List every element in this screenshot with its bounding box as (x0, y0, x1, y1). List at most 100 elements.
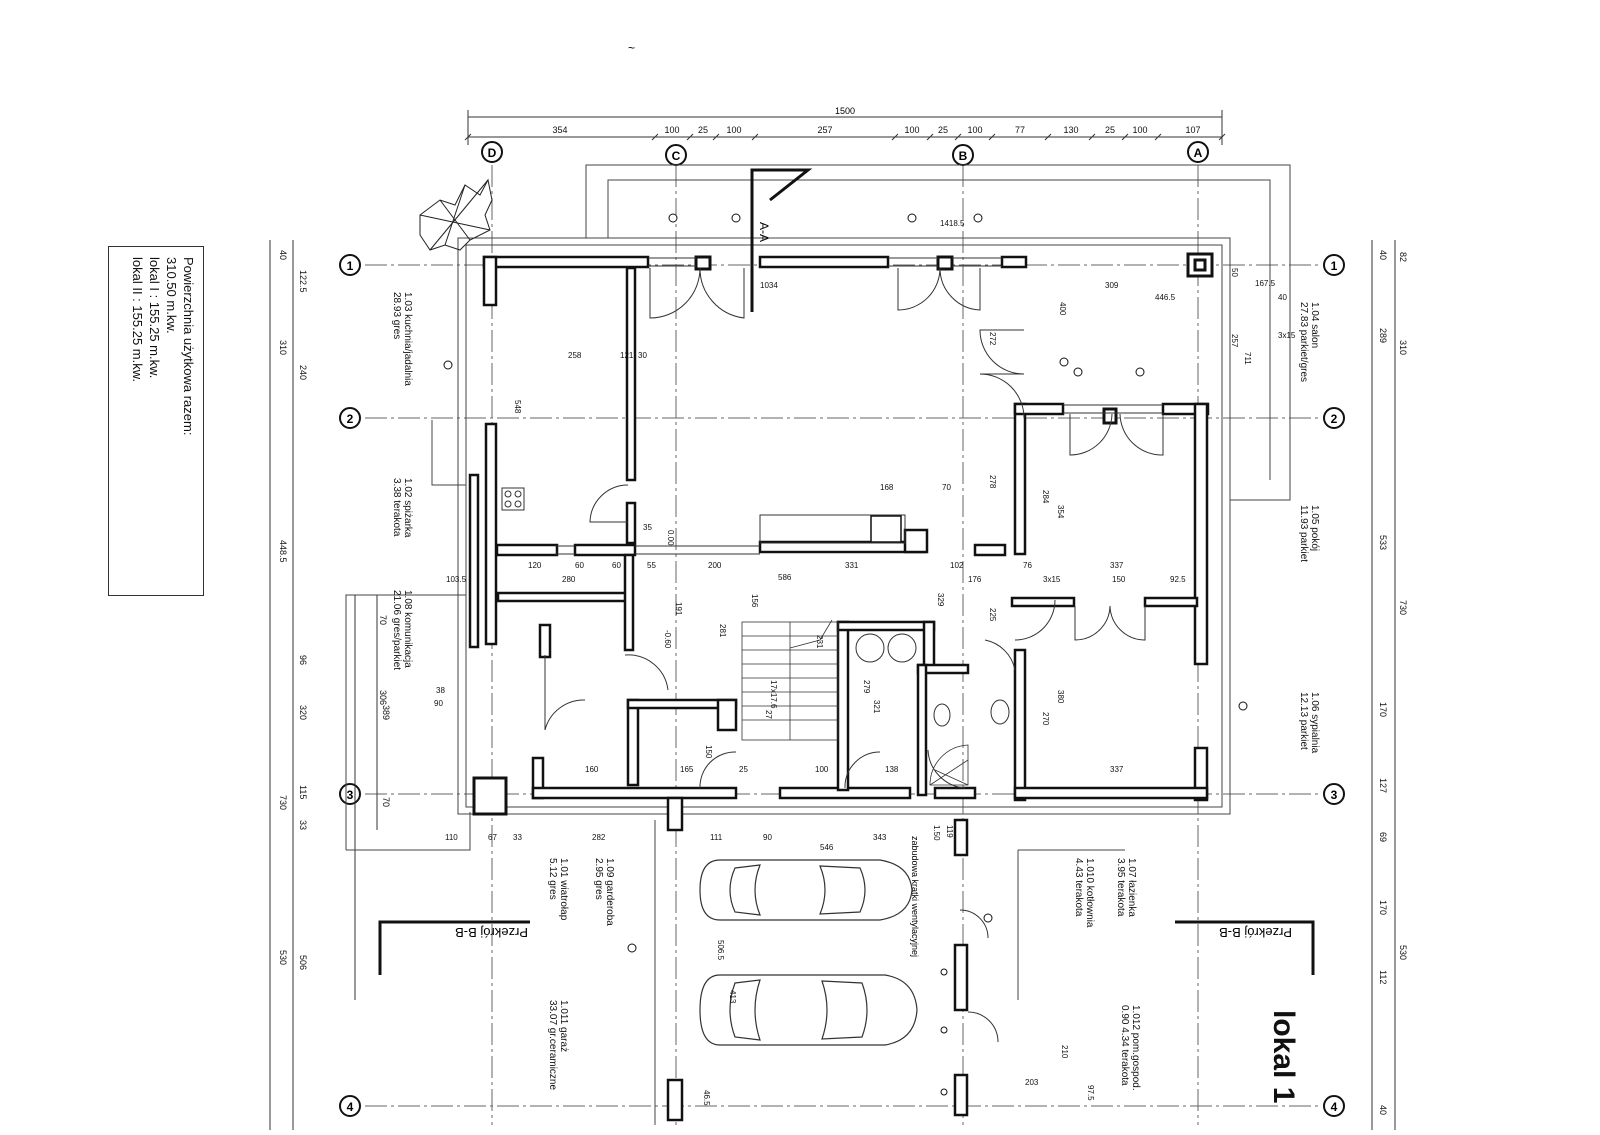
header-mark: ~ (628, 41, 635, 55)
axis-bubble-D: D (481, 141, 503, 163)
right-dim-label: 112 (1378, 970, 1388, 984)
svg-text:4: 4 (347, 1100, 354, 1114)
room-name: 1.05 pokój (1309, 505, 1320, 551)
interior-dim-label: 27 (764, 710, 773, 719)
interior-dim-label: 120 (528, 561, 542, 570)
interior-dim-label: 119 (945, 825, 954, 838)
interior-dim-label: 711 (1243, 352, 1252, 365)
section-label-aa: A-A (757, 222, 771, 242)
interior-dim-label: 160 (585, 765, 599, 774)
interior-dim-label: 138 (885, 765, 899, 774)
interior-dim-label: 50 (1230, 268, 1239, 277)
room-name: 1.08 komunikacja (402, 590, 413, 668)
interior-dim-label: 331 (845, 561, 859, 570)
area-lokal-2: lokal II : 155.25 m.kw. (130, 257, 145, 383)
right-dim-label: 40 (1378, 250, 1388, 260)
room-area: 3.38 terakota (391, 478, 402, 537)
dim-tick (1044, 133, 1052, 141)
interior-dim-label: 40 (1278, 293, 1287, 302)
room-name: 1.011 garaż (558, 1000, 569, 1052)
svg-text:2: 2 (347, 412, 354, 426)
dim-tick (712, 133, 720, 141)
interior-dim-label: 586 (778, 573, 792, 582)
section-label-bb-left: Przekrój B-B (455, 925, 528, 940)
car-lower-icon (699, 974, 918, 1046)
interior-dim-label: 35 (643, 523, 652, 532)
interior-dim-label: 103.5 (446, 575, 467, 584)
dim-tick (988, 133, 996, 141)
axis-bubble-2-right: 2 (1323, 407, 1345, 429)
axis-bubble-4-left: 4 (339, 1095, 361, 1117)
right-dim-label: 533 (1378, 535, 1388, 550)
dim-tick (926, 133, 934, 141)
left-dim-label: 40 (278, 250, 288, 260)
interior-dim-label: 272 (988, 332, 997, 346)
section-marker-aa (750, 168, 813, 312)
dim-tick (1218, 133, 1226, 141)
interior-dim-label: 380 (1056, 690, 1065, 704)
interior-dim-label: 284 (1041, 490, 1050, 504)
axis-bubble-1-left: 1 (339, 254, 361, 276)
interior-dim-label: 76 (1023, 561, 1032, 570)
interior-dim-label: 257 (1230, 334, 1239, 348)
interior-dim-label: 258 (568, 351, 582, 360)
interior-dim-label: 546 (820, 843, 834, 852)
room-area: 3.95 terakota (1115, 858, 1126, 917)
top-dim-label: 25 (698, 125, 708, 135)
room-area: 11.93 parkiet (1298, 505, 1309, 562)
interior-dim-label: 413 (728, 990, 737, 1004)
interior-dim-label: 111 (710, 833, 723, 842)
left-dim-label: 506 (298, 955, 308, 970)
interior-dim-label: 1418.5 (940, 219, 965, 228)
interior-dim-label: 506.5 (716, 940, 725, 961)
right-dim-label: 730 (1398, 600, 1408, 615)
interior-dim-label: 168 (880, 483, 894, 492)
dim-tick (954, 133, 962, 141)
interior-dim-label: 203 (1025, 1078, 1039, 1087)
side-dimension-lines (269, 240, 1396, 1130)
interior-dim-label: 281 (718, 624, 727, 638)
left-dim-label: 530 (278, 950, 288, 965)
interior-dim-label: 100 (815, 765, 829, 774)
svg-text:1: 1 (1331, 259, 1338, 273)
room-area: 5.12 gres (547, 858, 558, 900)
interior-dim-label: 337 (1110, 765, 1124, 774)
interior-dim-label: 400 (1058, 302, 1067, 316)
structural-columns (472, 252, 1214, 816)
interior-dim-label: 55 (647, 561, 656, 570)
interior-dim-label: 231 (815, 635, 824, 649)
interior-dim-label: 343 (873, 833, 887, 842)
interior-dim-label: 225 (988, 608, 997, 622)
interior-dim-label: 70 (942, 483, 951, 492)
right-dim-label: 82 (1398, 252, 1408, 262)
top-dim-label: 100 (967, 125, 982, 135)
interior-dim-label: 60 (612, 561, 621, 570)
interior-dim-label: 156 (750, 594, 759, 608)
interior-dim-label: 110 (445, 833, 458, 842)
area-total-label: Powierzchnia użytkowa razem: (181, 257, 196, 436)
section-marker-bb-right (1175, 920, 1315, 975)
interior-dim-label: 329 (936, 593, 945, 607)
interior-dim-label: 33 (513, 833, 522, 842)
left-dim-label: 96 (298, 655, 308, 665)
interior-dim-label: 17x17.6 (769, 680, 778, 709)
svg-text:2: 2 (1331, 412, 1338, 426)
room-area: 2.95 gres (593, 858, 604, 900)
interior-dim-label: 121 (620, 351, 634, 360)
interior-dim-label: 548 (513, 400, 522, 414)
interior-dim-label: 446.5 (1155, 293, 1176, 302)
dim-tick (686, 133, 694, 141)
left-dim-label: 70 (378, 615, 388, 625)
room-area: 33.07 gr.ceramiczne (547, 1000, 558, 1090)
room-area: 28.93 gres (391, 292, 402, 339)
marker-circles (443, 213, 1248, 1096)
axis-bubble-1-right: 1 (1323, 254, 1345, 276)
walls (468, 255, 1210, 1122)
dim-tick (891, 133, 899, 141)
right-dim-label: 40 (1378, 1105, 1388, 1115)
axis-bubble-A: A (1187, 141, 1209, 163)
